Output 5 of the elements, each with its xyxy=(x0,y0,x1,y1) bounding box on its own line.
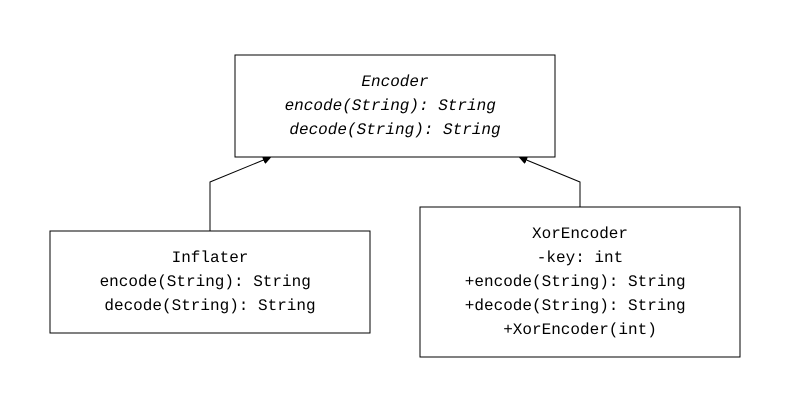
arrow xyxy=(518,156,580,208)
arrow xyxy=(210,156,272,232)
node-box: Inflater encode(String): String decode(String): String xyxy=(50,230,370,334)
node-box: XorEncoder -key: int +encode(String): String +decode(String): String +XorEncoder(int) xyxy=(420,206,740,358)
node-box: Encoder encode(String): String decode(String): String xyxy=(234,54,556,158)
